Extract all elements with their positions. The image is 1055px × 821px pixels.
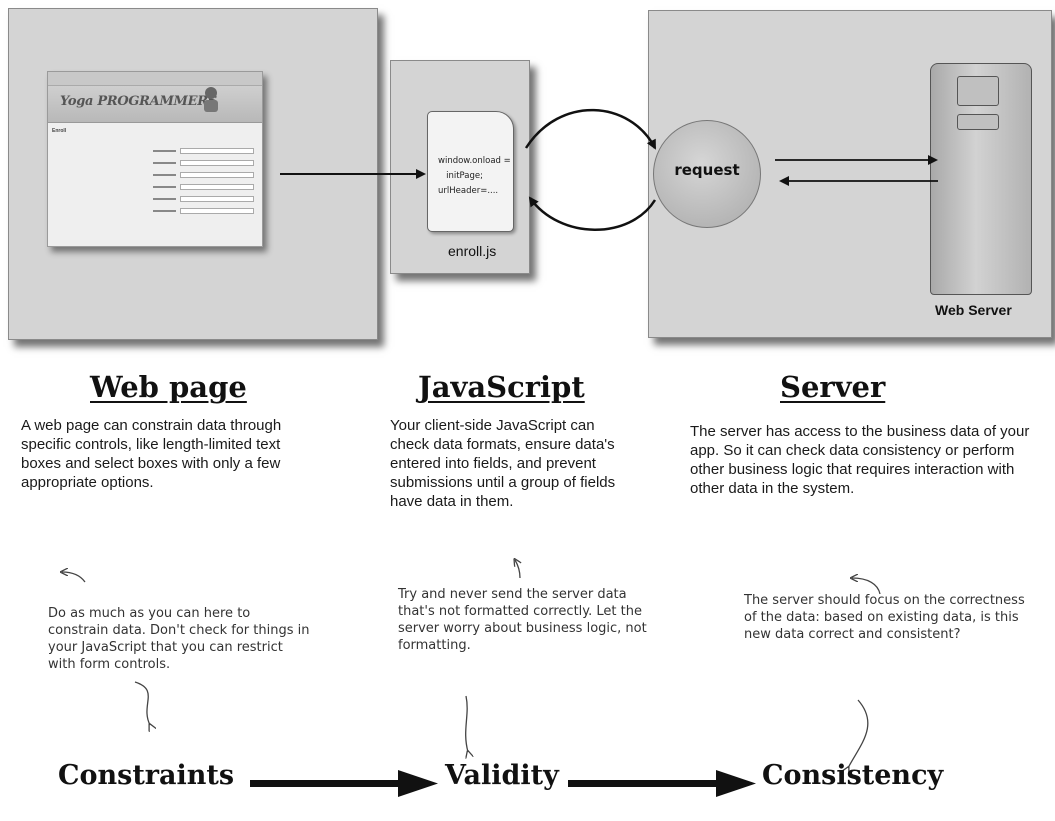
form-row [118, 172, 254, 178]
form-row [118, 184, 254, 190]
note-pointer-arrow [848, 699, 869, 768]
flow-consistency: Consistency [762, 760, 944, 791]
script-to-request-arrow [524, 108, 657, 150]
form-row [118, 148, 254, 154]
validity-to-consistency-arrow [568, 770, 756, 797]
code-line: urlHeader=.... [438, 186, 499, 196]
form-row [118, 196, 254, 202]
form-row [118, 160, 254, 166]
note-pointer-arrow [515, 560, 520, 579]
browser-toolbar [48, 72, 262, 86]
web-page-note: Do as much as you can here to constrain … [48, 606, 310, 672]
note-pointer-arrow [62, 572, 86, 583]
flow-validity: Validity [445, 760, 559, 791]
web-page-description: A web page can constrain data through sp… [21, 417, 282, 491]
request-to-script-arrow [528, 196, 657, 231]
javascript-file-icon: window.onload = initPage; urlHeader=.... [427, 111, 514, 232]
site-header: Yoga PROGRAMMERS [48, 86, 262, 123]
javascript-description: Your client-side JavaScript can check da… [390, 417, 616, 510]
server-slot [957, 76, 999, 106]
note-pointer-arrow [134, 681, 150, 725]
form-row [118, 208, 254, 214]
site-logo: Yoga PROGRAMMERS [60, 94, 217, 109]
server-note: The server should focus on the correctne… [744, 593, 1025, 642]
file-name-label: enroll.js [448, 243, 497, 259]
flow-constraints: Constraints [58, 760, 235, 791]
javascript-note: Try and never send the server data that'… [398, 587, 647, 653]
code-line: window.onload = [438, 156, 511, 166]
javascript-heading: JavaScript [418, 370, 585, 404]
server-slot [957, 114, 999, 130]
request-circle: request [653, 120, 761, 228]
web-server-icon [930, 63, 1032, 295]
code-snippet: window.onload = initPage; urlHeader=.... [438, 154, 511, 199]
web-page-screenshot: Yoga PROGRAMMERS Enroll [47, 71, 263, 247]
note-pointer-arrow [852, 578, 881, 595]
request-label: request [674, 161, 740, 179]
note-pointer-arrow [465, 695, 468, 752]
code-line: initPage; [446, 171, 483, 181]
server-description: The server has access to the business da… [690, 423, 1030, 497]
web-server-label: Web Server [935, 302, 1012, 318]
server-heading: Server [780, 370, 886, 404]
yoga-figure-icon [204, 87, 218, 112]
site-side-label: Enroll [52, 128, 67, 134]
constraints-to-validity-arrow [250, 770, 438, 797]
web-page-heading: Web page [90, 370, 247, 404]
